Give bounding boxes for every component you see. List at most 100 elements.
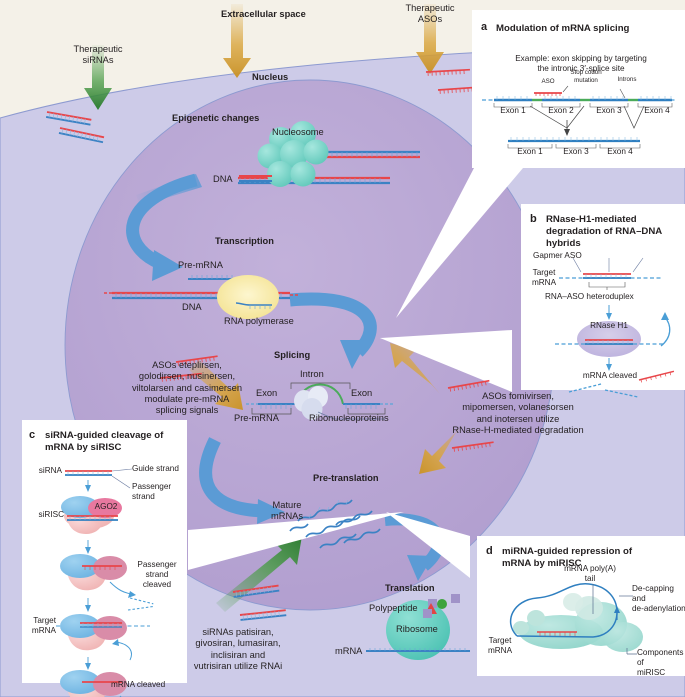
epigenetic-changes-label: Epigenetic changes [172, 113, 260, 123]
transcription-complex [104, 275, 300, 319]
mirisc-component [563, 593, 583, 611]
panel-b: b RNase-H1-mediated degradation of RNA–D… [521, 204, 685, 398]
aso-single-strand [447, 379, 490, 392]
cleaved-mrna-fragment [604, 389, 639, 398]
panel-a-title: Modulation of mRNA splicing [496, 23, 630, 34]
panel-a-diagram [482, 85, 677, 149]
sirisc-complex-step5 [60, 670, 127, 697]
panel-a-bottom-exon-1: Exon 1 [517, 147, 543, 156]
panel-d-title: miRNA-guided repression of mRNA by miRIS… [502, 546, 633, 569]
aso-rnaseh-note: ASOs fomivirsen, mipomersen, volanesorse… [452, 391, 584, 435]
panel-a-bottom-exon-4: Exon 4 [607, 147, 633, 156]
translation-label: Translation [385, 583, 435, 593]
pre-mrna-splicing-label: Pre-mRNA [234, 413, 279, 423]
arrow-dna-tail-fade [136, 174, 202, 206]
panel-d-diagram [509, 583, 643, 655]
arrow-aso-rnaseh-to-nucleus [390, 343, 440, 394]
panel-c-sirisc-label: siRISC [38, 510, 64, 519]
mrna-label-translation: mRNA [335, 646, 363, 656]
histone-blob [280, 140, 308, 168]
panel-a-introns-annotation: Introns [617, 76, 637, 83]
cleaved-passenger-fragment [129, 597, 154, 605]
nucleosome-label: Nucleosome [272, 127, 324, 137]
polypeptide-residue [428, 599, 437, 608]
panel-a-subtitle: Example: exon skipping by targeting the … [515, 54, 647, 73]
panel-c: c siRNA-guided cleavage of mRNA by siRIS… [22, 420, 187, 697]
panel-d-polya-tail-label: mRNA poly(A) tail [564, 564, 616, 583]
dna-label-nucleosome: DNA [213, 174, 233, 184]
ribonucleoproteins-label: Ribonucleoproteins [309, 413, 389, 423]
histone-blob [290, 161, 316, 187]
panel-d-target-mrna-label: Target mRNA [487, 636, 513, 655]
panel-d-decapping-label: De-capping and de-adenylation [632, 584, 685, 613]
mirisc-component [527, 610, 545, 626]
mature-mrna-squiggles [289, 499, 381, 549]
therapeutic-sirnas-label: Therapeutic siRNAs [73, 44, 123, 66]
sirna-note: siRNAs patisiran, givosiran, lumasiran, … [193, 627, 283, 671]
panel-c-passenger-strand-label: Passenger strand [132, 482, 172, 501]
pre-translation-label: Pre-translation [313, 473, 379, 483]
sirna-duplex-step1 [65, 470, 112, 476]
arrow-therapeutic-asos [223, 4, 251, 78]
panel-d: d miRNA-guided repression of mRNA by miR… [477, 536, 685, 677]
target-mrna-loop [509, 583, 618, 638]
panel-b-diagram [555, 257, 675, 398]
panel-d-components-label: Components of miRISC [637, 648, 684, 677]
target-mrna-tail [516, 635, 594, 638]
ribosome-translation-group [366, 594, 470, 660]
panel-a-top-exon-1: Exon 1 [500, 106, 526, 115]
ribosome-body [386, 600, 450, 660]
panel-b-rnase-h1-label: RNase H1 [590, 321, 628, 330]
therapeutic-asos-label: Therapeutic ASOs [405, 3, 455, 25]
transcription-label: Transcription [215, 236, 274, 246]
arrow-therapeutic-asos-shaft [416, 4, 444, 74]
rna-polymerase-bubble [217, 275, 279, 319]
panel-c-title: siRNA-guided cleavage of mRNA by siRISC [45, 430, 164, 453]
callout-wedge-c [188, 512, 404, 570]
panel-c-passenger-cleaved-label: Passenger strand cleaved [137, 560, 177, 589]
aso-single-strand [175, 355, 218, 366]
panel-c-sirna-label: siRNA [38, 466, 62, 475]
mirisc-component [513, 621, 529, 635]
sirna-duplex [58, 127, 105, 144]
dna-free-segment [239, 175, 272, 182]
arrow-therapeutic-sirnas [84, 45, 112, 110]
exon-left-label: Exon [256, 388, 278, 398]
polypeptide-residue [437, 599, 447, 609]
panel-d-letter: d [486, 545, 493, 557]
pre-mrna-label: Pre-mRNA [178, 260, 223, 270]
ribosome-label: Ribosome [396, 624, 438, 634]
aso-marker [534, 92, 562, 96]
panel-b-title: RNase-H1-mediated degradation of RNA–DNA… [546, 214, 663, 249]
polypeptide-label: Polypeptide [369, 603, 418, 613]
panel-c-letter: c [29, 429, 36, 441]
arrowhead-pretranslation-to-translation [407, 555, 433, 581]
aso-splicing-note: ASOs eteplirsen, golodirsen, nusinersen,… [131, 360, 243, 416]
rna-polymerase-label: RNA polymerase [224, 316, 294, 326]
panel-a-aso-annotation: ASO [541, 78, 555, 85]
cleaved-mrna-fragment [568, 383, 603, 393]
panel-b-heteroduplex-label: RNA–ASO heteroduplex [545, 292, 634, 301]
histone-blob [267, 161, 293, 187]
arrowhead-dna-to-transcription [152, 250, 183, 281]
panel-b-letter: b [530, 213, 537, 225]
dna-label-transcription: DNA [182, 302, 202, 312]
sirna-duplex [239, 609, 287, 621]
arrow-nucleus-to-pretranslation [199, 437, 266, 518]
histone-blob [303, 139, 329, 165]
arrow-sirna-to-mrna [216, 536, 302, 612]
mature-mrnas-label: Mature mRNAs [270, 500, 304, 522]
panel-a-top-exon-3: Exon 3 [596, 106, 622, 115]
heteroduplex-in-enzyme [585, 339, 633, 345]
panel-a-letter: a [481, 21, 488, 33]
panel-c-guide-strand-label: Guide strand [132, 464, 179, 473]
callout-wedge-b [380, 330, 512, 392]
polypeptide-residue [423, 609, 432, 618]
intron-label: Intron [300, 369, 324, 379]
callout-wedge-d [386, 512, 470, 578]
panel-a-top-exon-2: Exon 2 [548, 106, 574, 115]
arrow-aso-to-pretranslation [419, 424, 464, 474]
arrowhead-nucleus-to-pretranslation [257, 499, 285, 524]
panel-a-stop-codon-annotation: Stop codon mutation [570, 69, 602, 84]
